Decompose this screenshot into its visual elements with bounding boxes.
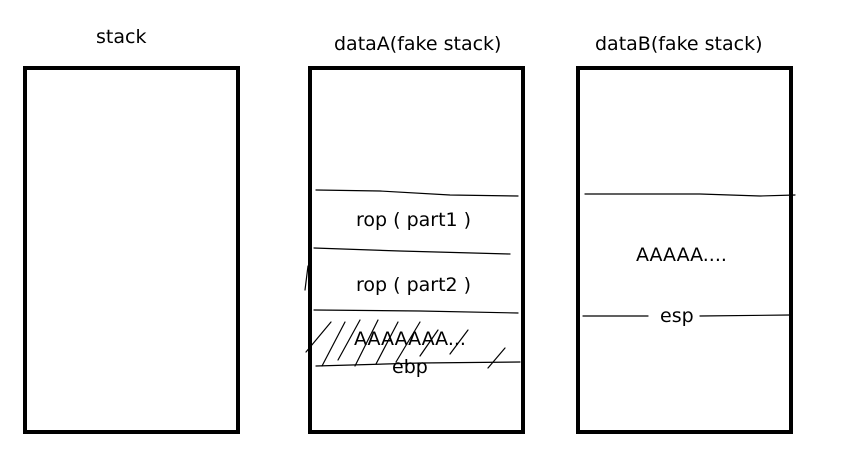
dataB-title: dataB(fake stack) [595, 33, 763, 55]
dataA-ebp-label: ebp [392, 356, 428, 378]
dataB-padding-label: AAAAA.... [636, 244, 727, 266]
stack-box [23, 66, 240, 434]
dataA-rop-part2-label: rop ( part2 ) [356, 274, 472, 296]
dataA-box [308, 66, 525, 434]
stack-title: stack [96, 26, 147, 48]
dataA-rop-part1-label: rop ( part1 ) [356, 209, 472, 231]
dataB-esp-label: esp [657, 305, 697, 327]
dataA-title: dataA(fake stack) [334, 33, 502, 55]
dataA-padding-label: AAAAAAA... [354, 328, 466, 350]
dataB-box [576, 66, 793, 434]
